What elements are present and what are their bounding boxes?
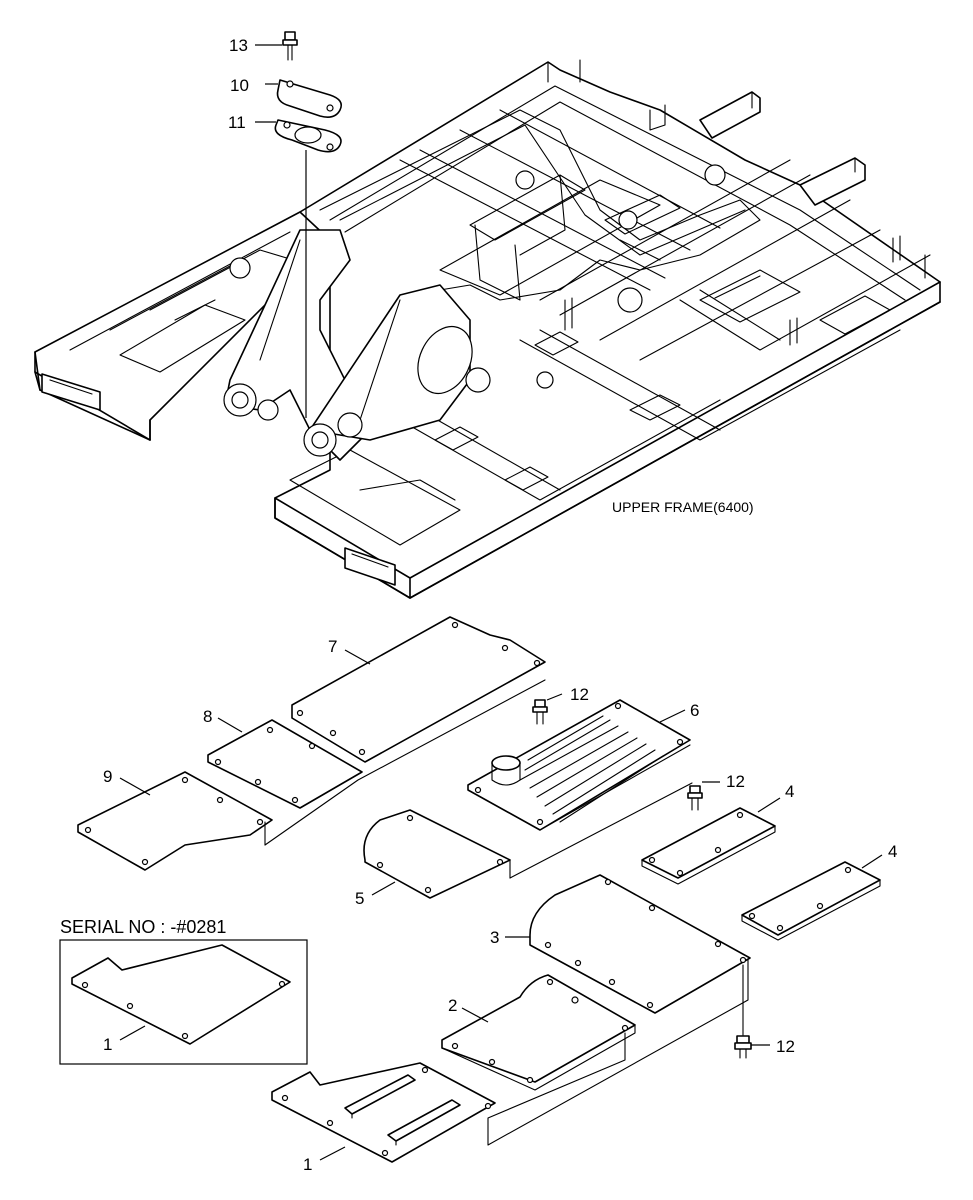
frame-caption: UPPER FRAME(6400)	[612, 499, 754, 515]
part-8-floor-plate	[207, 717, 363, 809]
callout-11: 11	[228, 113, 246, 132]
callout-1: 1	[303, 1155, 312, 1174]
callout-3: 3	[490, 928, 499, 947]
callout-2: 2	[448, 996, 457, 1015]
serial-inset-box	[59, 939, 308, 1065]
upper-frame	[34, 59, 941, 599]
callout-9: 9	[103, 767, 112, 786]
part-4-cover-plate-b	[741, 854, 883, 941]
part-9-floor-plate	[77, 771, 273, 871]
grille-slots	[519, 715, 664, 823]
callout-12-a: 12	[570, 685, 589, 704]
callout-4-a: 4	[785, 782, 794, 801]
floor-plate-edge-lines	[264, 679, 546, 846]
part-2-floor-plate	[441, 974, 636, 1091]
part-3-floor-plate	[505, 874, 751, 1014]
callout-6: 6	[690, 701, 699, 720]
part-4-cover-plate-a	[641, 797, 781, 885]
callout-8: 8	[203, 707, 212, 726]
floor-plate-edge-lines-3	[487, 959, 749, 1146]
callout-5: 5	[355, 889, 364, 908]
part-12-bolt-b	[687, 781, 720, 811]
part-12-bolt-c	[734, 964, 770, 1059]
part-5-floor-plate	[363, 809, 511, 899]
part-10-cover-plate	[265, 79, 343, 118]
part-12-bolt-a	[532, 693, 563, 725]
callout-10: 10	[230, 76, 249, 95]
callout-12-c: 12	[776, 1037, 795, 1056]
serial-note: SERIAL NO : -#0281	[60, 917, 226, 937]
callout-1-inset: 1	[103, 1035, 112, 1054]
part-11-gasket	[255, 119, 342, 153]
part-13-bolt	[255, 31, 298, 61]
callout-13: 13	[229, 36, 248, 55]
callout-12-b: 12	[726, 772, 745, 791]
callout-7: 7	[328, 637, 337, 656]
floor-plate-edge-lines-2	[509, 782, 693, 879]
part-7-floor-plate	[291, 616, 546, 763]
part-1-floor-plate	[271, 1062, 496, 1163]
callout-4-b: 4	[888, 842, 897, 861]
part-6-grille-panel	[467, 699, 691, 831]
